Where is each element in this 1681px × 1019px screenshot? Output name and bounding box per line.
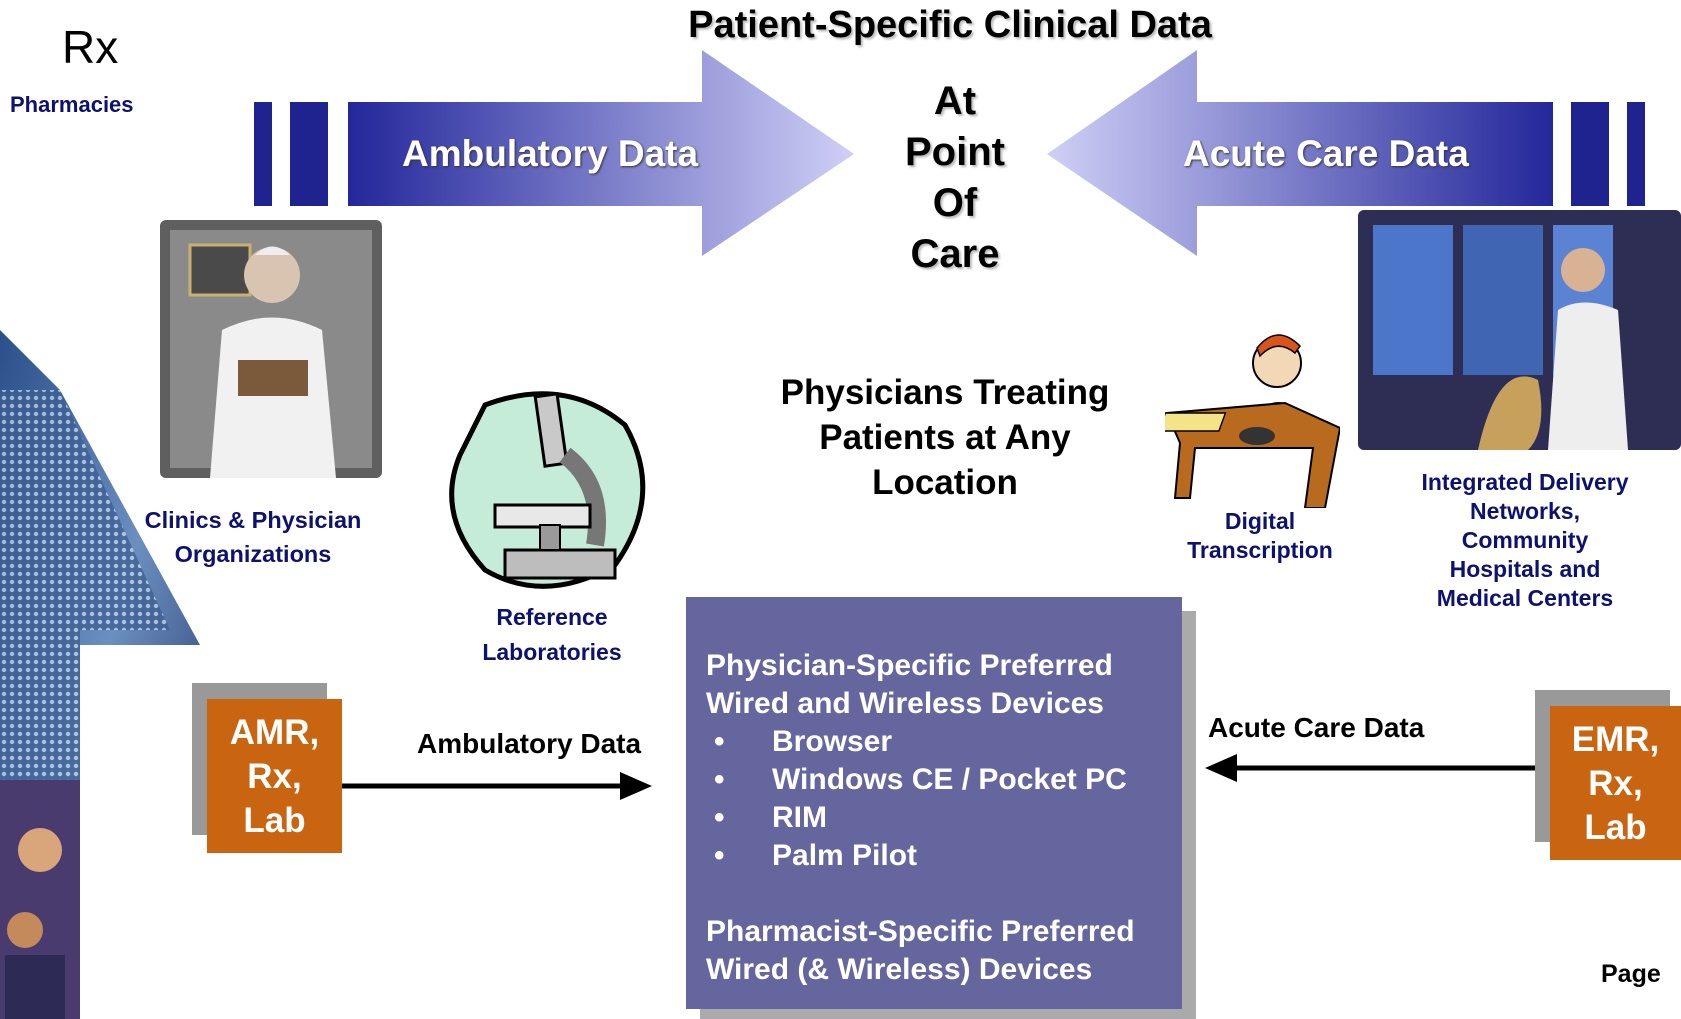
acute-care-flow-label: Acute Care Data: [1208, 712, 1425, 743]
device-item: RIM: [706, 799, 1162, 837]
acute-care-flow-arrow: [1205, 754, 1535, 782]
device-item: Windows CE / Pocket PC: [706, 761, 1162, 799]
device-item: Palm Pilot: [706, 837, 1162, 875]
hospital-photo: [1358, 210, 1681, 450]
ambulatory-flow-arrow: [342, 772, 652, 800]
devices-footer-line-1: Pharmacist-Specific Preferred: [706, 915, 1135, 948]
devices-heading-line-1: Physician-Specific Preferred: [706, 649, 1113, 682]
bar-1: [254, 102, 272, 206]
bar-3: [1571, 102, 1609, 206]
acute-care-arrow: [1047, 50, 1645, 256]
rx-label: Rx: [62, 21, 119, 73]
physicians-treating-text: Physicians Treating Patients at Any Loca…: [780, 373, 1110, 502]
bar-2: [290, 102, 328, 206]
ambulatory-flow-label: Ambulatory Data: [417, 728, 642, 759]
collage-image: [0, 330, 200, 1019]
devices-footer-line-2: Wired (& Wireless) Devices: [706, 953, 1093, 986]
device-item: Browser: [706, 723, 1162, 761]
devices-box: Physician-Specific Preferred Wired and W…: [686, 597, 1182, 1009]
ambulatory-arrow-label: Ambulatory Data: [402, 133, 699, 174]
amr-box: AMR,Rx,Lab: [207, 699, 342, 853]
devices-heading-line-2: Wired and Wireless Devices: [706, 687, 1104, 720]
microscope-icon: [449, 391, 646, 589]
acute-care-arrow-label: Acute Care Data: [1183, 133, 1469, 174]
page-title: Patient-Specific Clinical Data: [688, 4, 1212, 46]
pharmacies-label: Pharmacies: [10, 92, 134, 117]
bar-4: [1627, 102, 1645, 206]
physician-photo: [160, 220, 382, 478]
page-label: Page: [1601, 960, 1661, 988]
devices-list: Browser Windows CE / Pocket PC RIM Palm …: [706, 723, 1162, 875]
ambulatory-arrow: [254, 50, 854, 256]
point-of-care-text: At Point Of Care: [905, 79, 1005, 276]
transcription-icon: [1165, 334, 1340, 508]
emr-box: EMR,Rx,Lab: [1550, 706, 1681, 860]
